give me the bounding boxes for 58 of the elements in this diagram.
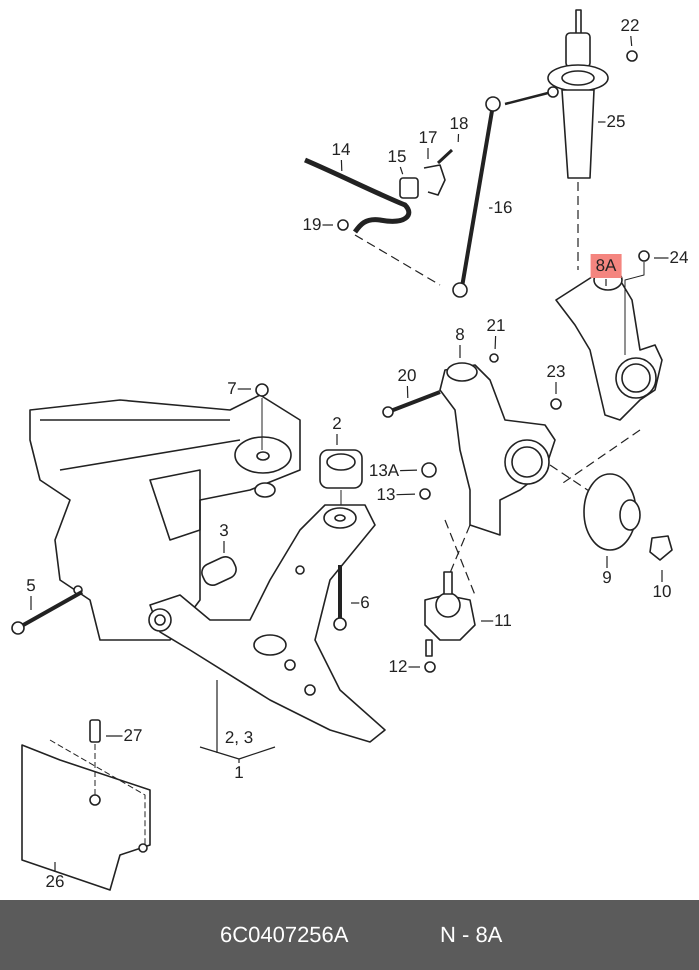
callout-number: 13 xyxy=(376,486,396,504)
callout-number: 21 xyxy=(486,317,506,335)
leader-line xyxy=(223,541,225,553)
leader-line xyxy=(408,666,420,668)
callout-number: 25 xyxy=(606,113,626,131)
leader-line xyxy=(489,207,492,209)
callout-number: 15 xyxy=(388,148,406,166)
highlighted-callout-number: 8A xyxy=(590,254,622,278)
leader-line xyxy=(238,388,251,390)
leader-line xyxy=(106,735,122,737)
leader-line xyxy=(199,679,276,764)
callout-number: 13A xyxy=(368,462,400,480)
leader-line xyxy=(661,570,663,582)
callout-number: 22 xyxy=(620,17,640,35)
callout-number: 2, 3 xyxy=(224,729,254,747)
leader-line xyxy=(336,434,338,445)
callout-number: 24 xyxy=(670,249,688,267)
diagram-reference: N - 8A xyxy=(440,922,502,948)
callout-number: 11 xyxy=(494,612,512,630)
callout-number: 18 xyxy=(450,115,468,133)
leader-line xyxy=(654,257,668,259)
leader-line xyxy=(630,36,632,46)
callout-number: 6 xyxy=(360,594,370,612)
leader-line xyxy=(494,336,496,350)
leader-line xyxy=(458,134,460,142)
callout-number: 12 xyxy=(388,658,408,676)
leader-line xyxy=(606,556,608,568)
leader-line xyxy=(351,602,360,604)
leader-line xyxy=(340,160,342,172)
callout-number: 3 xyxy=(219,522,229,540)
leader-line xyxy=(555,382,557,394)
callout-number: 1 xyxy=(234,764,244,782)
callout-number: 10 xyxy=(652,583,672,601)
part-number: 6C0407256A xyxy=(220,922,348,948)
leader-line xyxy=(406,386,408,398)
leader-line xyxy=(481,620,494,622)
callout-number: 9 xyxy=(602,569,612,587)
leader-line xyxy=(400,166,404,174)
leader-line xyxy=(598,121,606,123)
callout-number: 5 xyxy=(26,577,36,595)
callout-number: 8 xyxy=(455,326,465,344)
leader-line xyxy=(427,148,429,159)
callout-number: 7 xyxy=(227,380,237,398)
callout-number: 17 xyxy=(418,129,438,147)
leader-line xyxy=(400,470,418,472)
leader-line xyxy=(30,596,32,610)
callout-number: 23 xyxy=(546,363,566,381)
callout-number: 26 xyxy=(46,873,64,891)
leader-line xyxy=(322,224,333,226)
callout-number: 19 xyxy=(302,216,322,234)
callout-number: 20 xyxy=(398,367,416,385)
callout-number: 27 xyxy=(124,727,142,745)
callout-number: 14 xyxy=(332,141,350,159)
callout-number: 2 xyxy=(332,415,342,433)
leader-line xyxy=(54,862,56,872)
leader-line xyxy=(396,494,416,496)
leader-line xyxy=(459,345,461,358)
callout-number: 16 xyxy=(494,199,512,217)
